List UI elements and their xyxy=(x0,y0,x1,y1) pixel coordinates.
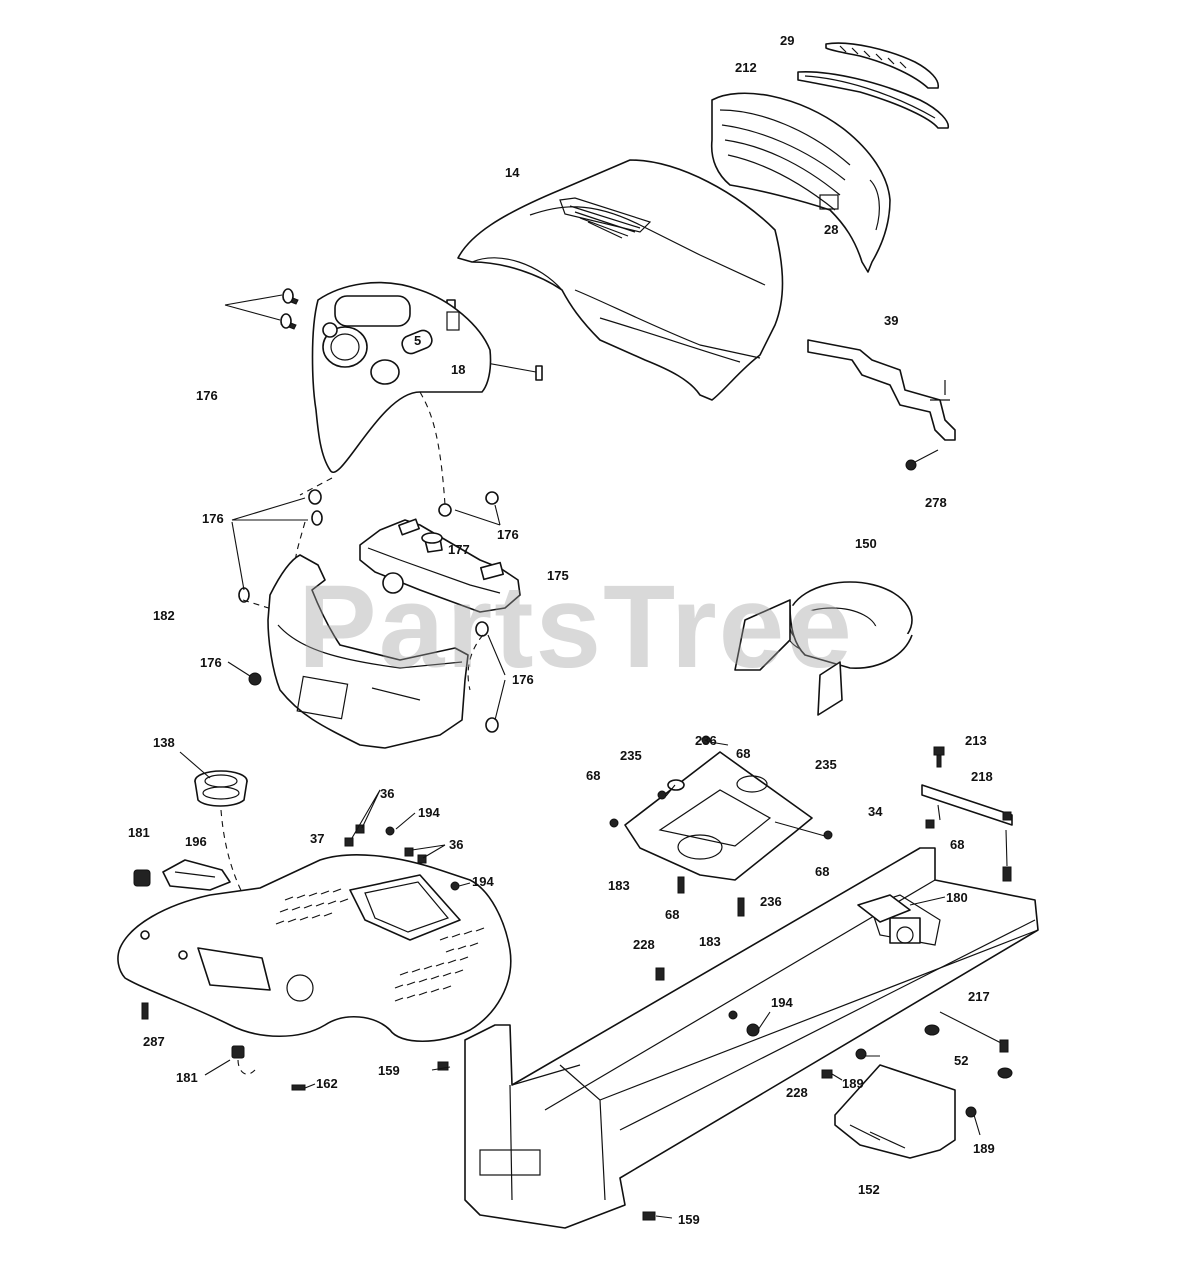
callout-36-b[interactable]: 36 xyxy=(449,837,464,852)
callout-37[interactable]: 37 xyxy=(310,831,325,846)
callout-68-e[interactable]: 68 xyxy=(950,837,965,852)
callout-34[interactable]: 34 xyxy=(868,804,883,819)
callout-196[interactable]: 196 xyxy=(185,834,207,849)
callout-36-a[interactable]: 36 xyxy=(380,786,395,801)
callout-176-e[interactable]: 176 xyxy=(512,672,534,687)
callout-18[interactable]: 18 xyxy=(451,362,466,377)
callout-28[interactable]: 28 xyxy=(824,222,839,237)
floorplate-holes xyxy=(275,888,485,1002)
callout-39[interactable]: 39 xyxy=(884,313,899,328)
callout-138[interactable]: 138 xyxy=(153,735,175,750)
callout-183-b[interactable]: 183 xyxy=(699,934,721,949)
callout-189-b[interactable]: 189 xyxy=(973,1141,995,1156)
callout-159-b[interactable]: 159 xyxy=(678,1212,700,1227)
callout-278[interactable]: 278 xyxy=(925,495,947,510)
callout-236-a[interactable]: 236 xyxy=(695,733,717,748)
callout-68-d[interactable]: 68 xyxy=(665,907,680,922)
callout-159-a[interactable]: 159 xyxy=(378,1063,400,1078)
part-152-guard xyxy=(834,1064,956,1159)
callout-212[interactable]: 212 xyxy=(735,60,757,75)
callout-181-b[interactable]: 181 xyxy=(176,1070,198,1085)
callout-181-a[interactable]: 181 xyxy=(128,825,150,840)
part-39-bracket xyxy=(807,339,956,441)
callout-217[interactable]: 217 xyxy=(968,989,990,1004)
callout-52[interactable]: 52 xyxy=(954,1053,969,1068)
part-frame xyxy=(464,847,1039,1229)
callout-235-a[interactable]: 235 xyxy=(620,748,642,763)
part-176-rivets-upper xyxy=(224,288,506,733)
callout-180[interactable]: 180 xyxy=(946,890,968,905)
part-213-bolt xyxy=(933,746,945,768)
part-218-bracket xyxy=(921,784,1013,882)
part-150-basket xyxy=(734,581,913,716)
callout-152[interactable]: 152 xyxy=(858,1182,880,1197)
callout-182[interactable]: 182 xyxy=(153,608,175,623)
callout-183-a[interactable]: 183 xyxy=(608,878,630,893)
callout-194-a[interactable]: 194 xyxy=(418,805,440,820)
part-287-bolt xyxy=(141,1002,149,1020)
part-14-hood xyxy=(457,159,784,401)
callout-14[interactable]: 14 xyxy=(505,165,520,180)
part-180-bracket xyxy=(857,894,946,923)
callout-150[interactable]: 150 xyxy=(855,536,877,551)
callout-228-b[interactable]: 228 xyxy=(786,1085,808,1100)
part-194-nuts xyxy=(385,812,471,891)
part-28-grille xyxy=(710,92,891,273)
part-138-boot xyxy=(179,751,248,807)
callout-5[interactable]: 5 xyxy=(414,333,422,348)
part-177-knob xyxy=(421,532,443,553)
part-36-bolts xyxy=(344,789,446,864)
part-175-panel xyxy=(359,518,521,613)
part-162-bolt xyxy=(291,1083,316,1091)
part-182-console xyxy=(267,554,469,749)
callout-68-c[interactable]: 68 xyxy=(815,864,830,879)
callout-175[interactable]: 175 xyxy=(547,568,569,583)
part-196-pad xyxy=(162,859,231,891)
callout-176-c[interactable]: 176 xyxy=(497,527,519,542)
frame-fasteners xyxy=(431,967,981,1221)
callout-176-b[interactable]: 176 xyxy=(202,511,224,526)
callout-68-a[interactable]: 68 xyxy=(736,746,751,761)
callout-176-d[interactable]: 176 xyxy=(200,655,222,670)
part-5-dash xyxy=(311,281,492,474)
callout-189-a[interactable]: 189 xyxy=(842,1076,864,1091)
part-29-trim xyxy=(825,42,939,89)
callout-235-b[interactable]: 235 xyxy=(815,757,837,772)
part-34-plate xyxy=(609,735,833,881)
part-52-washers xyxy=(924,1024,1013,1079)
callout-194-b[interactable]: 194 xyxy=(472,874,494,889)
callout-213[interactable]: 213 xyxy=(965,733,987,748)
callout-29[interactable]: 29 xyxy=(780,33,795,48)
callout-228-a[interactable]: 228 xyxy=(633,937,655,952)
callout-162[interactable]: 162 xyxy=(316,1076,338,1091)
callout-177[interactable]: 177 xyxy=(448,542,470,557)
callout-287[interactable]: 287 xyxy=(143,1034,165,1049)
callout-176-a[interactable]: 176 xyxy=(196,388,218,403)
part-183-bolts xyxy=(677,876,745,917)
callout-236-b[interactable]: 236 xyxy=(760,894,782,909)
part-212-trim xyxy=(797,70,949,129)
part-217-rod xyxy=(939,1011,1009,1053)
part-181-nuts xyxy=(133,869,245,1076)
part-37-floorplate xyxy=(117,854,512,1043)
part-278-screw xyxy=(905,449,939,471)
callout-218[interactable]: 218 xyxy=(971,769,993,784)
callout-194-c[interactable]: 194 xyxy=(771,995,793,1010)
callout-68-b[interactable]: 68 xyxy=(586,768,601,783)
